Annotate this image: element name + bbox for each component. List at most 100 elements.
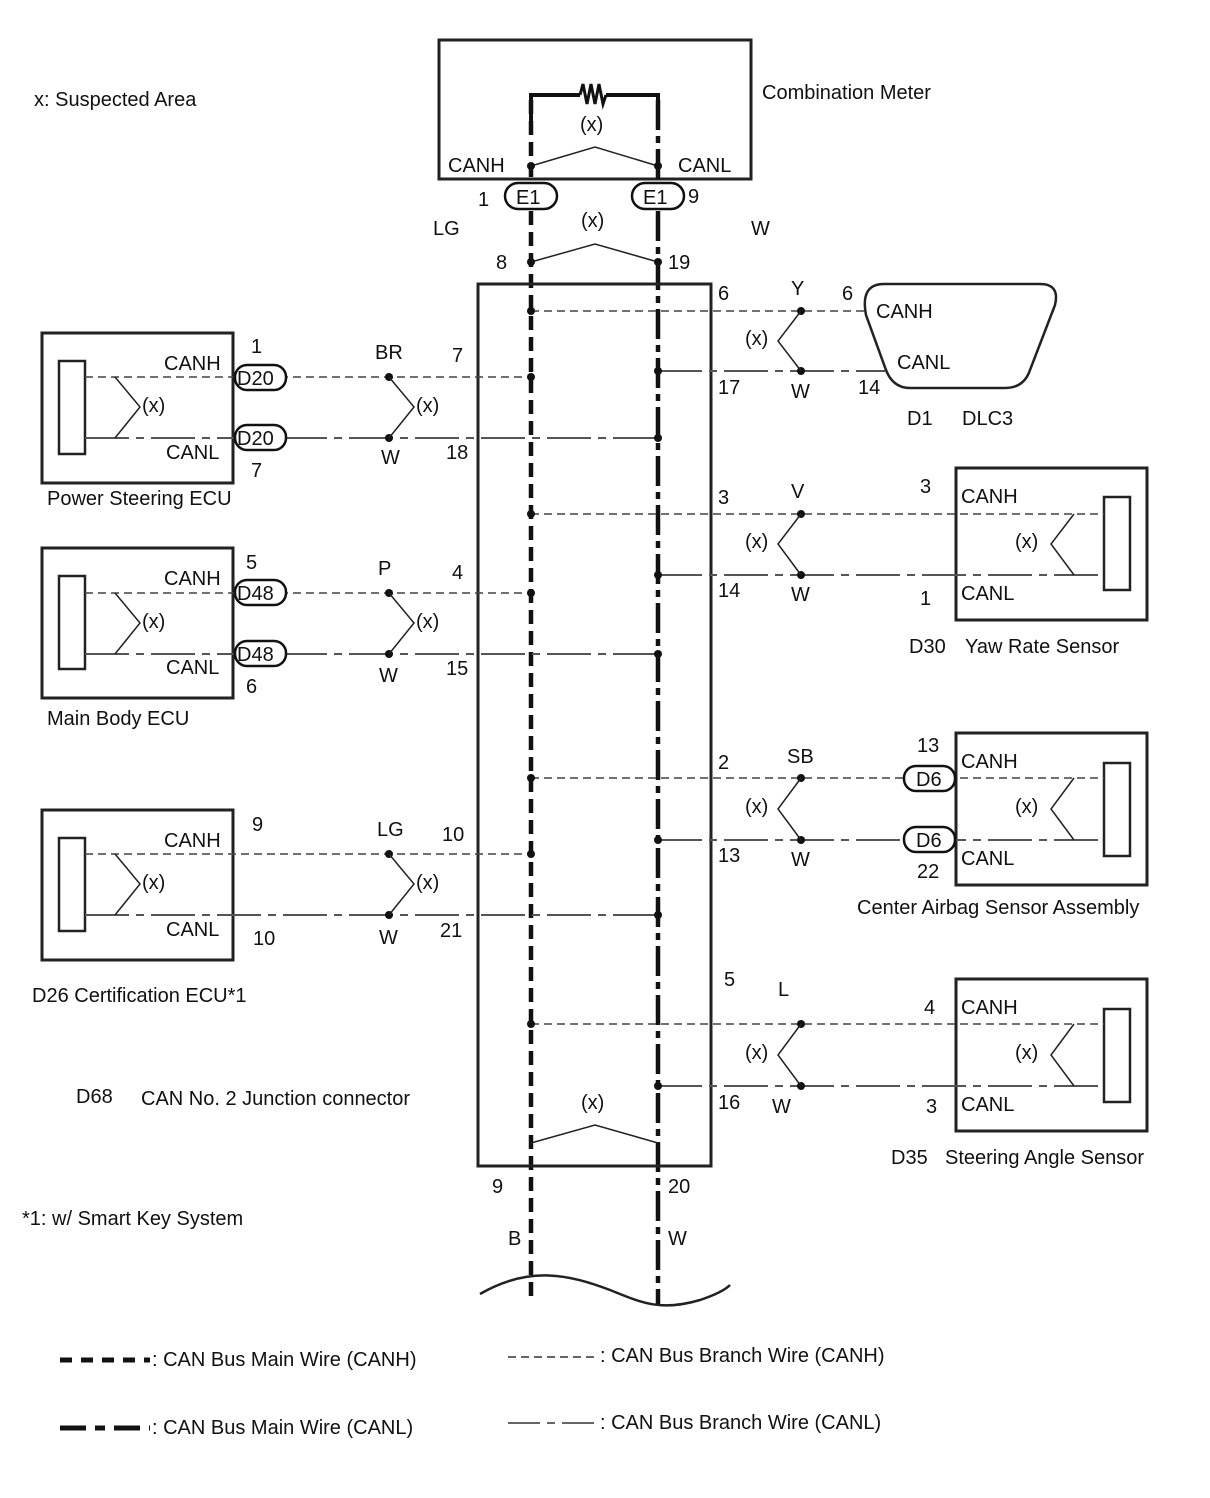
terminator-wire-right <box>606 93 660 130</box>
device-pin-l: 1 <box>920 588 931 610</box>
junction-pin-h: 3 <box>718 487 729 509</box>
junction-top-pin-l: 19 <box>668 252 690 274</box>
line-twist-icon <box>388 853 415 916</box>
node <box>654 367 662 375</box>
junction-pin-h: 6 <box>718 283 729 305</box>
junction-twist-icon <box>530 1124 659 1144</box>
device-twist-mark: (x) <box>1015 796 1038 818</box>
device-box <box>954 466 1149 622</box>
device-box <box>40 808 235 962</box>
node <box>654 571 662 579</box>
line-twist-mark: (x) <box>745 796 768 818</box>
device-canl-label: CANL <box>897 352 950 374</box>
meter-connector-h-label: E1 <box>516 187 540 209</box>
device-canh-label: CANH <box>961 997 1018 1019</box>
wire-continuation-break <box>479 1274 731 1307</box>
line-twist-mark: (x) <box>745 1042 768 1064</box>
device-canh-label: CANH <box>164 568 221 590</box>
device-canh-label: CANH <box>164 353 221 375</box>
connector-l-label: D6 <box>916 830 942 852</box>
device-twist-mark: (x) <box>1015 1042 1038 1064</box>
meter-canh-label: CANH <box>448 155 505 177</box>
device-id: D30 <box>909 636 946 658</box>
junction-title: CAN No. 2 Junction connector <box>141 1088 410 1110</box>
node <box>527 1020 535 1028</box>
connector-l <box>902 825 957 854</box>
junction-pin-l: 16 <box>718 1092 740 1114</box>
combination-meter: Combination Meter (x) CANH CANL E1 E1 1 … <box>433 38 931 263</box>
wire-color-h: BR <box>375 342 403 364</box>
device-module-icon <box>57 836 87 933</box>
meter-connector-h <box>503 181 559 211</box>
device-pin-h: 4 <box>924 997 935 1019</box>
meter-canl-label: CANL <box>678 155 731 177</box>
junction-bottom-wire-l: W <box>668 1228 687 1250</box>
device-pin-l: 10 <box>253 928 275 950</box>
junction-pin-h: 5 <box>724 969 735 991</box>
line-twist-icon <box>777 777 802 841</box>
wire-color-h: P <box>378 558 391 580</box>
device-pin-h: 9 <box>252 814 263 836</box>
node <box>527 850 535 858</box>
wire-color-l: W <box>791 381 810 403</box>
device-canl-label: CANL <box>166 442 219 464</box>
line-twist-icon <box>777 310 802 372</box>
meter-twist-icon <box>530 146 659 167</box>
device-module-icon <box>1102 761 1132 858</box>
meter-connector-l-label: E1 <box>643 187 667 209</box>
node <box>654 1082 662 1090</box>
line-twist-icon <box>777 513 802 576</box>
legend-branch-canl-label: : CAN Bus Branch Wire (CANL) <box>600 1412 881 1434</box>
connector-h-label: D48 <box>237 583 274 605</box>
meter-line-twist-mark: (x) <box>581 210 604 232</box>
node <box>527 589 535 597</box>
device-dlc3: (x) Y W 6 17 6 14 CANH CANL D1 DLC3 <box>527 278 1058 430</box>
device-canl-label: CANL <box>961 848 1014 870</box>
device-canl-label: CANL <box>166 657 219 679</box>
wire-color-l: W <box>379 665 398 687</box>
legend-main-canl-label: : CAN Bus Main Wire (CANL) <box>152 1417 413 1439</box>
device-twist-mark: (x) <box>1015 531 1038 553</box>
device-pin-h: 1 <box>251 336 262 358</box>
node <box>527 774 535 782</box>
device-module-icon <box>57 359 87 456</box>
line-twist-mark: (x) <box>416 395 439 417</box>
connector-l <box>233 423 288 452</box>
line-twist-mark: (x) <box>416 872 439 894</box>
resistor-icon <box>578 83 608 110</box>
meter-connector-l <box>630 181 686 211</box>
node <box>527 307 535 315</box>
junction-pin-l: 13 <box>718 845 740 867</box>
device-twist-icon <box>1050 777 1075 841</box>
device-certification-ecu: CANH CANL (x) 9 10 (x) LG W 10 21 D26 Ce… <box>32 808 662 1007</box>
legend-branch-canh-label: : CAN Bus Branch Wire (CANH) <box>600 1345 885 1367</box>
junction-pin-l: 21 <box>440 920 462 942</box>
line-twist-mark: (x) <box>416 611 439 633</box>
connector-h-label: D20 <box>237 368 274 390</box>
device-canh-label: CANH <box>961 751 1018 773</box>
junction-top-pin-h: 8 <box>496 252 507 274</box>
device-name: DLC3 <box>962 408 1013 430</box>
device-canl-label: CANL <box>961 583 1014 605</box>
meter-pin-l: 9 <box>688 186 699 208</box>
node <box>527 510 535 518</box>
wire-color-l: W <box>791 584 810 606</box>
meter-pin-h: 1 <box>478 189 489 211</box>
device-canh-label: CANH <box>961 486 1018 508</box>
wire-color-h: LG <box>377 819 404 841</box>
device-main-body-ecu: CANH CANL (x) D48 D48 5 6 (x) P W 4 15 M… <box>40 546 662 730</box>
device-pin-h: 3 <box>920 476 931 498</box>
device-canl-label: CANL <box>961 1094 1014 1116</box>
junction-bottom-pin-l: 20 <box>668 1176 690 1198</box>
device-twist-icon <box>1050 1023 1075 1087</box>
device-id: D35 <box>891 1147 928 1169</box>
junction-connector-box <box>476 282 713 1168</box>
junction-pin-h: 10 <box>442 824 464 846</box>
wire-color-l: W <box>791 849 810 871</box>
junction-pin-l: 15 <box>446 658 468 680</box>
device-canh-label: CANH <box>876 301 933 323</box>
wire-color-h: L <box>778 979 789 1001</box>
meter-wire-color-h: LG <box>433 218 460 240</box>
junction-pin-l: 18 <box>446 442 468 464</box>
